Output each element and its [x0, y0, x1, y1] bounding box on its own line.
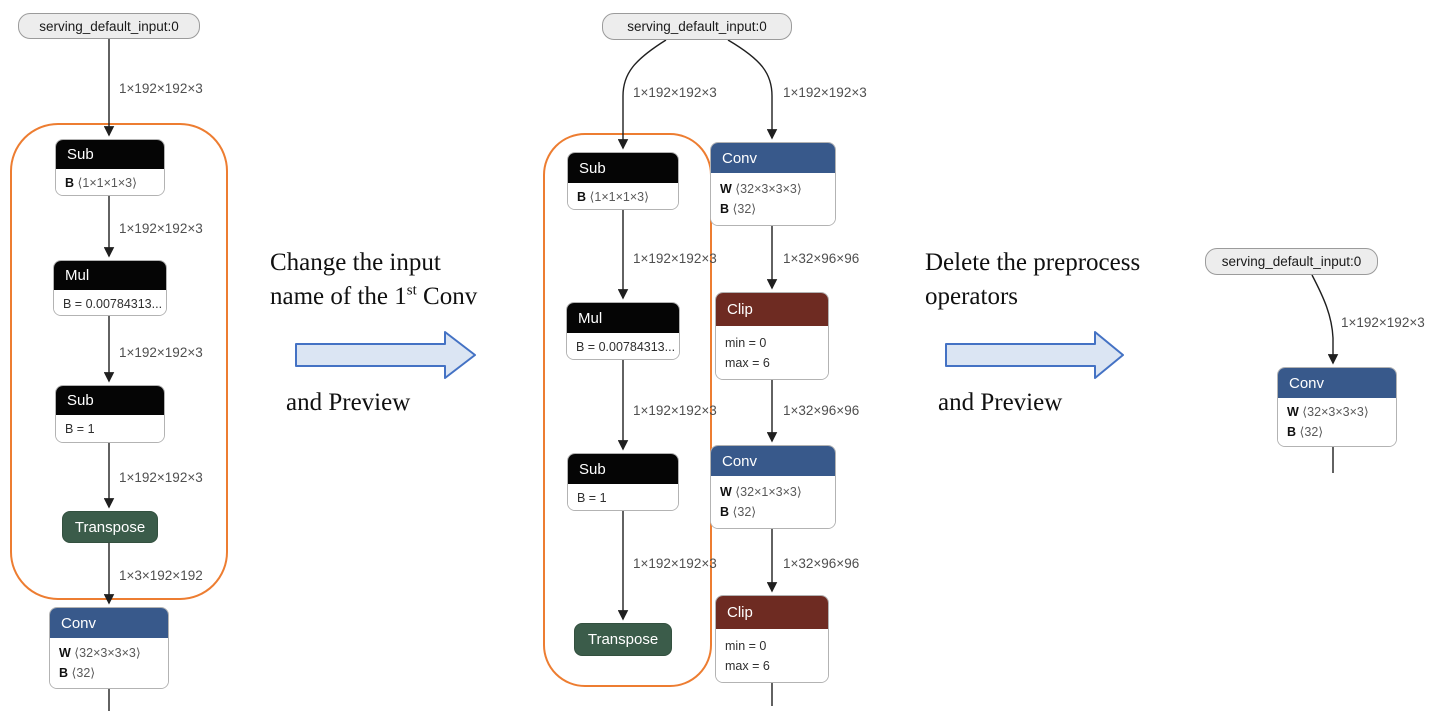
op-node-mul: Mul B = 0.00784313...: [566, 302, 680, 360]
op-node-clip: Clip min = 0 max = 6: [715, 292, 829, 380]
param-key: W: [720, 182, 732, 196]
param-key: B: [720, 505, 730, 519]
attr-line: B = 1: [65, 422, 95, 436]
param-line: W ⟨32×1×3×3⟩: [720, 482, 826, 502]
param-key: B: [59, 666, 69, 680]
op-node-sub: Sub B = 1: [567, 453, 679, 511]
op-type-label: Conv: [711, 143, 835, 173]
param-shape: ⟨32×3×3×3⟩: [735, 182, 802, 196]
step2-caption-line2: operators: [925, 283, 1019, 310]
param-shape: ⟨32⟩: [71, 666, 96, 680]
edge-shape-label: 1×192×192×3: [633, 556, 717, 571]
param-line: B ⟨32⟩: [720, 199, 826, 219]
step2-caption-line1: Delete the preprocess: [925, 249, 1141, 276]
step2-arrow-icon: [945, 331, 1124, 379]
input-tensor-node: serving_default_input:0: [18, 13, 200, 39]
edge-shape-label: 1×32×96×96: [783, 251, 859, 266]
param-key: W: [1287, 405, 1299, 419]
step2-caption: Delete the preprocess operators: [925, 246, 1140, 314]
op-node-sub: Sub B ⟨1×1×1×3⟩: [55, 139, 165, 196]
op-type-label: Mul: [567, 303, 679, 333]
param-key: W: [59, 646, 71, 660]
param-key: B: [65, 176, 75, 190]
preprocess-highlight-box-left: [10, 123, 228, 600]
param-line: W ⟨32×3×3×3⟩: [59, 643, 159, 663]
right-graph-edges: [1311, 274, 1339, 473]
step1-caption-line3: and Preview: [286, 389, 411, 416]
edge-shape-label: 1×192×192×3: [633, 85, 717, 100]
param-key: B: [577, 190, 587, 204]
step1-caption-line2: name of the 1st Conv: [270, 282, 478, 310]
param-shape: ⟨32×1×3×3⟩: [735, 485, 802, 499]
op-node-transpose: Transpose: [574, 623, 672, 656]
param-line: B ⟨32⟩: [1287, 422, 1387, 442]
edge-shape-label: 1×3×192×192: [119, 568, 203, 583]
param-key: W: [720, 485, 732, 499]
op-node-sub: Sub B = 1: [55, 385, 165, 443]
param-shape: ⟨32⟩: [732, 202, 757, 216]
edge-shape-label: 1×192×192×3: [119, 345, 203, 360]
op-node-conv: Conv W ⟨32×3×3×3⟩ B ⟨32⟩: [1277, 367, 1397, 447]
attr-line: max = 6: [725, 658, 770, 673]
param-shape: ⟨1×1×1×3⟩: [589, 190, 649, 204]
param-shape: ⟨32×3×3×3⟩: [1302, 405, 1369, 419]
attr-line: B = 0.00784313...: [63, 297, 163, 311]
op-type-label: Conv: [711, 446, 835, 476]
op-type-label: Clip: [716, 293, 828, 326]
op-node-conv: Conv W ⟨32×3×3×3⟩ B ⟨32⟩: [710, 142, 836, 226]
step1-caption-line1: Change the input: [270, 249, 441, 276]
edge-shape-label: 1×32×96×96: [783, 403, 859, 418]
op-type-label: Sub: [568, 454, 678, 484]
param-line: B ⟨1×1×1×3⟩: [577, 187, 669, 207]
op-type-label: Sub: [568, 153, 678, 183]
param-line: B ⟨32⟩: [59, 663, 159, 683]
op-type-label: Sub: [56, 140, 164, 169]
param-shape: ⟨32⟩: [732, 505, 757, 519]
op-node-transpose: Transpose: [62, 511, 158, 543]
step1-caption: Change the input name of the 1st Conv: [270, 246, 477, 314]
param-shape: ⟨32×3×3×3⟩: [74, 646, 141, 660]
op-node-conv: Conv W ⟨32×1×3×3⟩ B ⟨32⟩: [710, 445, 836, 529]
param-shape: ⟨1×1×1×3⟩: [77, 176, 137, 190]
step1-arrow-icon: [295, 331, 476, 379]
op-type-label: Sub: [56, 386, 164, 415]
edge-shape-label: 1×192×192×3: [633, 403, 717, 418]
edge-shape-label: 1×32×96×96: [783, 556, 859, 571]
edge-shape-label: 1×192×192×3: [119, 81, 203, 96]
step2-caption-line3: and Preview: [938, 389, 1063, 416]
param-key: B: [1287, 425, 1297, 439]
op-type-label: Clip: [716, 596, 828, 629]
param-shape: ⟨32⟩: [1299, 425, 1324, 439]
attr-line: min = 0: [725, 638, 767, 653]
input-tensor-node: serving_default_input:0: [1205, 248, 1378, 275]
op-node-mul: Mul B = 0.00784313...: [53, 260, 167, 316]
op-type-label: Conv: [1278, 368, 1396, 398]
attr-line: B = 0.00784313...: [576, 340, 676, 354]
input-tensor-node: serving_default_input:0: [602, 13, 792, 40]
param-line: B ⟨1×1×1×3⟩: [65, 173, 155, 193]
op-node-clip: Clip min = 0 max = 6: [715, 595, 829, 683]
middle-graph-edges: [617, 39, 778, 706]
edge-shape-label: 1×192×192×3: [119, 470, 203, 485]
attr-line: B = 1: [577, 491, 607, 505]
op-type-label: Conv: [50, 608, 168, 638]
op-node-sub: Sub B ⟨1×1×1×3⟩: [567, 152, 679, 210]
edge-shape-label: 1×192×192×3: [783, 85, 867, 100]
op-node-conv: Conv W ⟨32×3×3×3⟩ B ⟨32⟩: [49, 607, 169, 689]
edge-shape-label: 1×192×192×3: [633, 251, 717, 266]
preprocess-highlight-box-middle: [543, 133, 712, 687]
op-type-label: Mul: [54, 261, 166, 290]
attr-line: min = 0: [725, 335, 767, 350]
attr-line: max = 6: [725, 355, 770, 370]
edge-shape-label: 1×192×192×3: [119, 221, 203, 236]
param-line: W ⟨32×3×3×3⟩: [720, 179, 826, 199]
param-line: W ⟨32×3×3×3⟩: [1287, 402, 1387, 422]
param-line: B ⟨32⟩: [720, 502, 826, 522]
edge-shape-label: 1×192×192×3: [1341, 315, 1425, 330]
param-key: B: [720, 202, 730, 216]
